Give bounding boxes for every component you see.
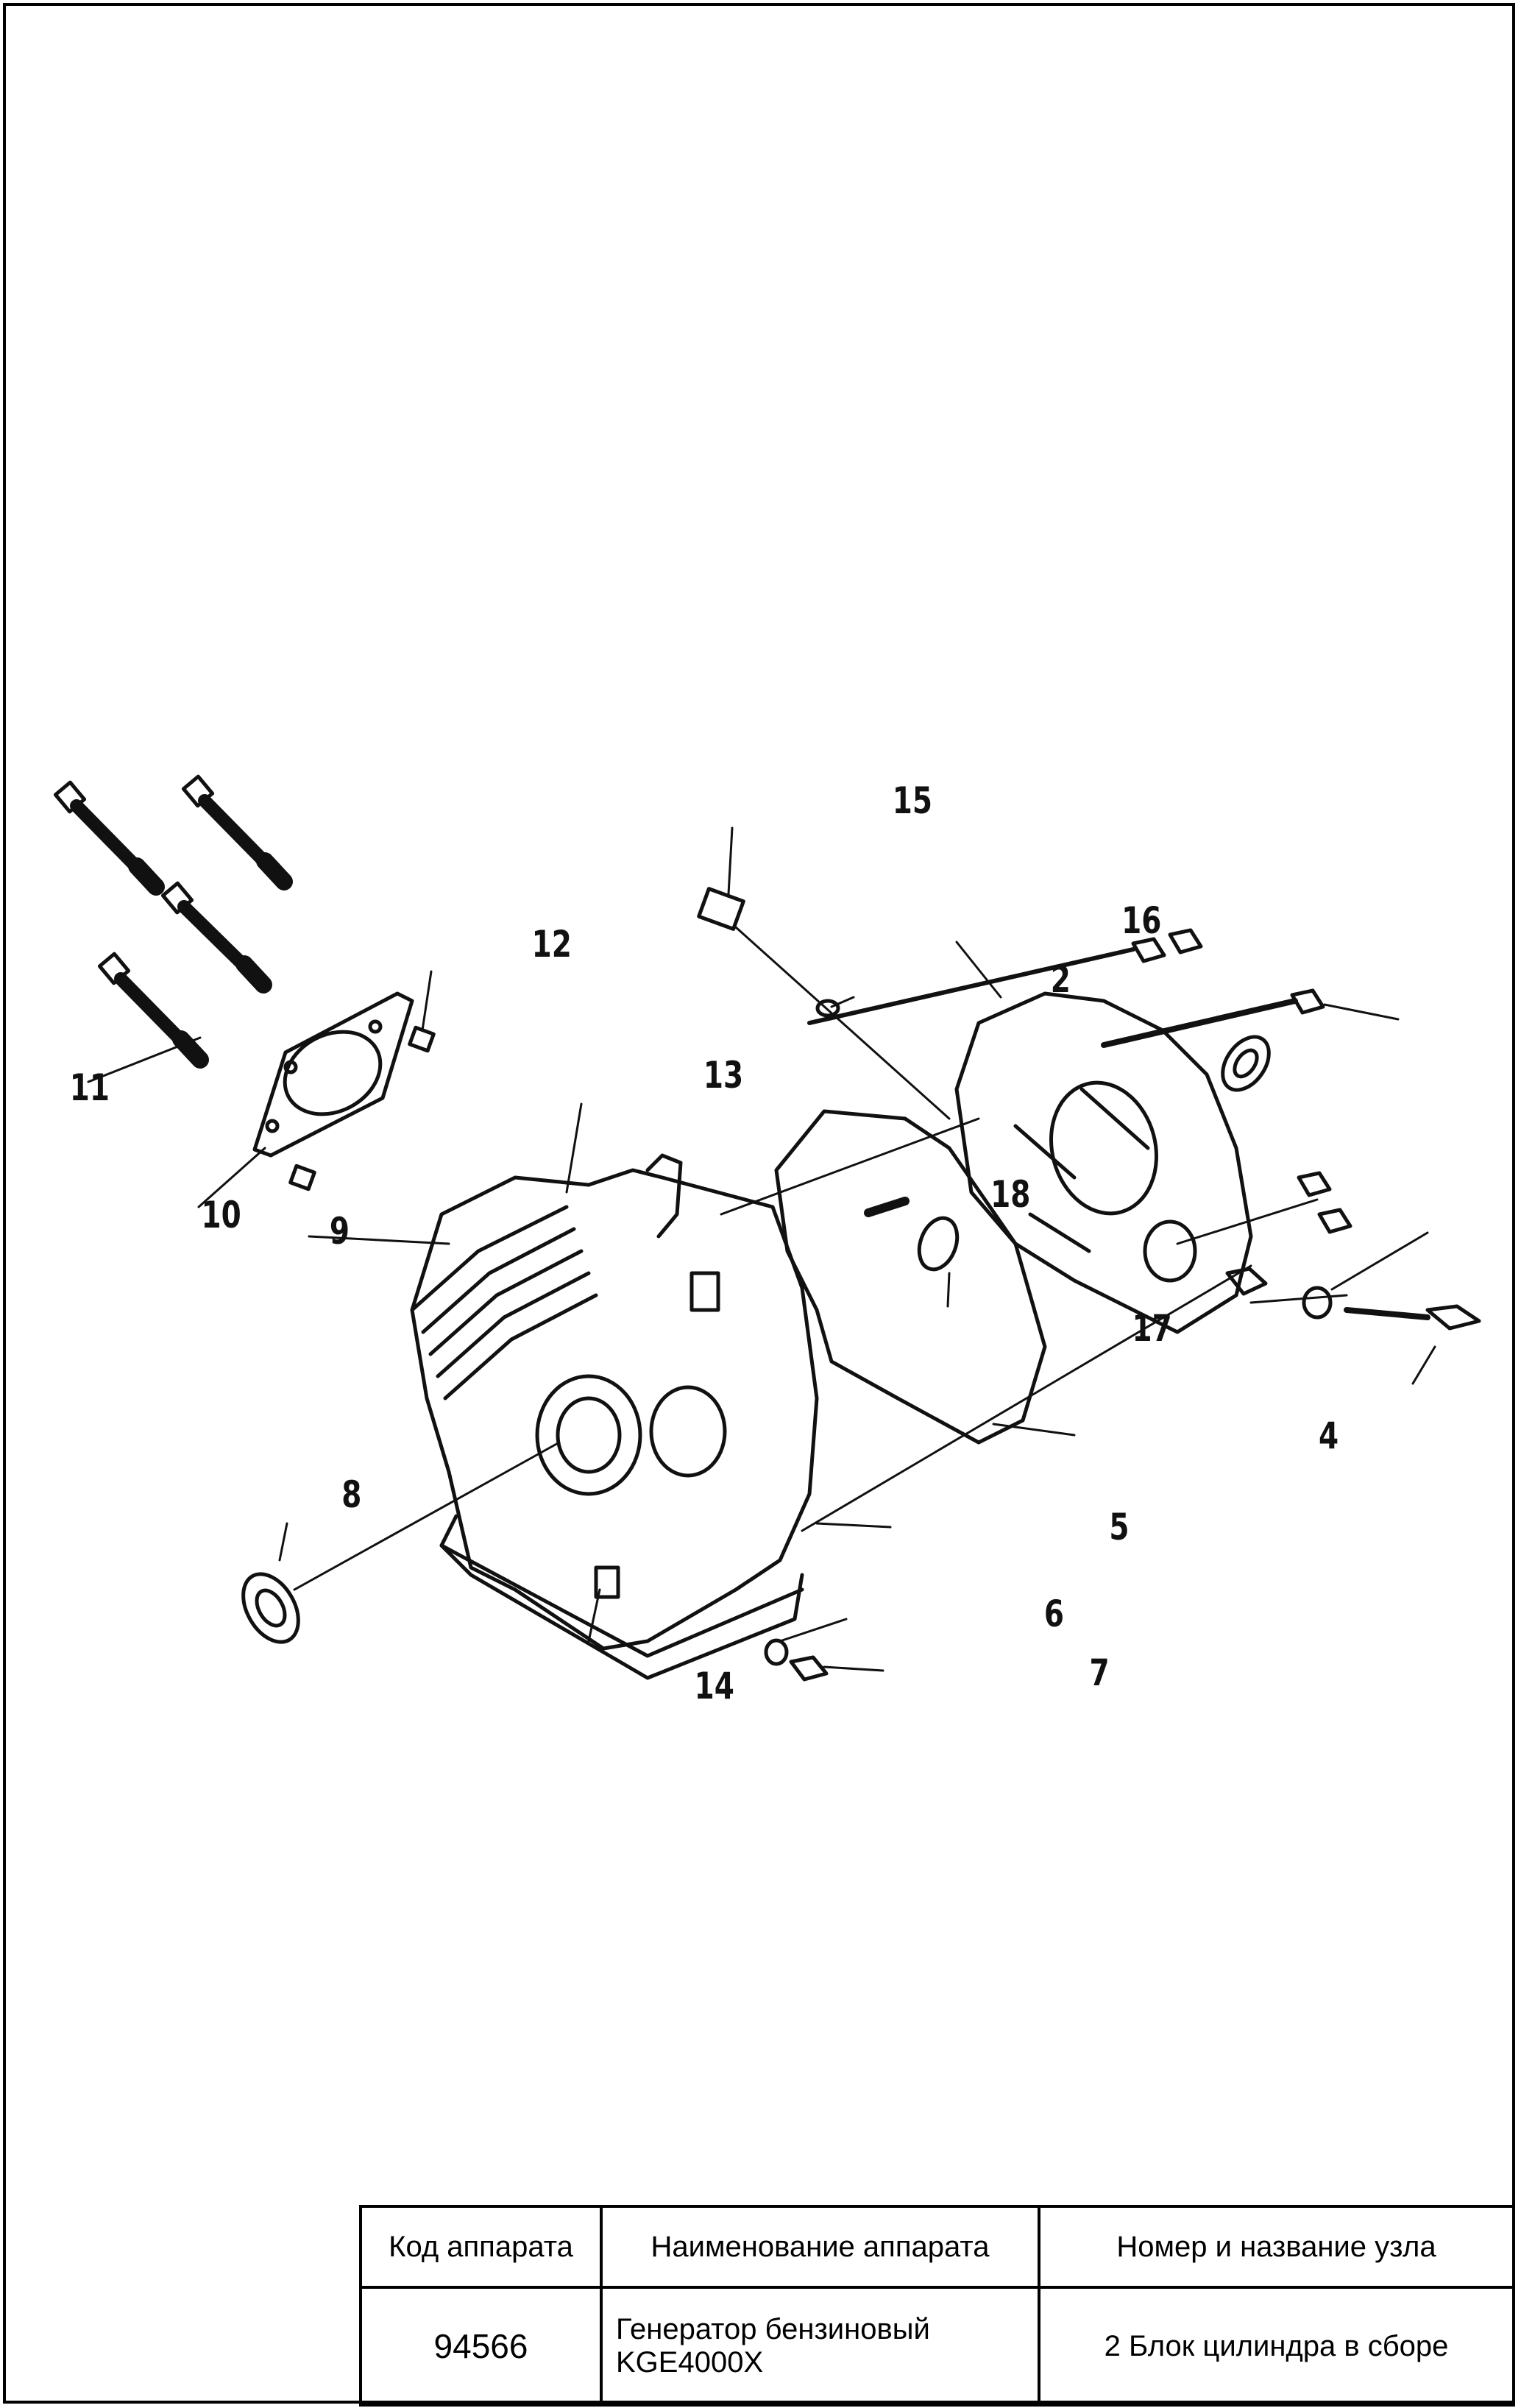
cylinder-block-9 (410, 1153, 819, 1680)
crankcase-cover-16 (954, 991, 1253, 1334)
callout-14: 14 (695, 1664, 734, 1707)
oil-sensor-15 (697, 887, 951, 1120)
dowel-pin (288, 1164, 316, 1191)
title-block-table: Код аппарата Наименование аппарата Номер… (359, 2205, 1515, 2407)
bolt-11d (97, 952, 209, 1069)
crankcase-gasket-4 (774, 1109, 1047, 1445)
bolt-side-lower-a (1297, 1171, 1332, 1197)
callout-8: 8 (341, 1473, 361, 1516)
bolt-1 (1101, 988, 1325, 1048)
header-device-code: Код аппарата (359, 2205, 603, 2289)
header-assembly: Номер и название узла (1038, 2205, 1515, 2289)
dowel-pin-12 (408, 1025, 436, 1053)
oil-seal-8 (241, 1572, 300, 1644)
callout-5: 5 (1109, 1505, 1129, 1548)
callout-12: 12 (532, 922, 572, 966)
bolt-side-upper (807, 928, 1203, 1025)
washer-2-side (1302, 1286, 1333, 1320)
bolt-11a (53, 780, 165, 896)
boss-plug (1225, 1267, 1268, 1296)
callout-4: 4 (1319, 1414, 1339, 1457)
drain-plug-7 (789, 1655, 829, 1682)
device-code: 94566 (359, 2286, 603, 2407)
callout-16: 16 (1121, 899, 1161, 942)
oil-seal-17 (917, 1216, 960, 1272)
assembly-name: 2 Блок цилиндра в сборе (1038, 2286, 1515, 2407)
title-block-data-row: 94566 Генератор бензиновый KGE4000X 2 Бл… (359, 2286, 1515, 2407)
callout-10: 10 (201, 1193, 241, 1236)
bolt-side-lower-b (1317, 1208, 1352, 1234)
pin-18 (864, 1197, 910, 1217)
dipstick-3 (1344, 1304, 1481, 1331)
device-name-line-1: Генератор бензиновый (616, 2313, 930, 2345)
head-gasket-10 (252, 991, 414, 1158)
callout-15: 15 (893, 779, 932, 822)
washer-6 (764, 1638, 789, 1666)
callout-6: 6 (1044, 1592, 1064, 1635)
callout-13: 13 (703, 1053, 743, 1097)
header-device-name: Наименование аппарата (600, 2205, 1040, 2289)
washer-2-upper (815, 999, 840, 1018)
callout-2-upper: 2 (1051, 957, 1071, 1001)
device-name-line-2: KGE4000X (616, 2346, 764, 2379)
title-block-header-row: Код аппарата Наименование аппарата Номер… (359, 2205, 1515, 2289)
callout-18: 18 (990, 1172, 1030, 1216)
bolt-11b (181, 774, 293, 890)
device-name: Генератор бензиновый KGE4000X (600, 2286, 1040, 2407)
callout-11: 11 (70, 1066, 110, 1109)
callout-9: 9 (330, 1209, 350, 1253)
bolt-11c (160, 881, 272, 994)
callout-7: 7 (1090, 1651, 1110, 1694)
callout-17: 17 (1132, 1306, 1171, 1350)
oil-seal-right (1221, 1035, 1271, 1092)
